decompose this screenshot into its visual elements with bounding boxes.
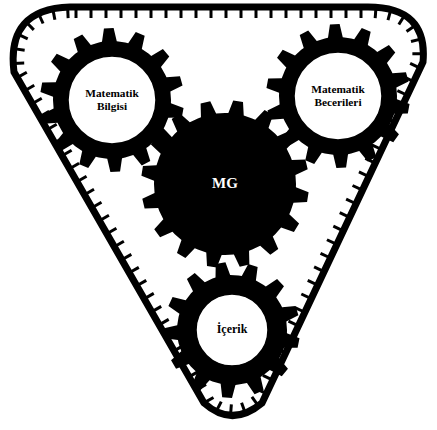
belt-tooth — [90, 7, 93, 18]
belt-outline — [13, 7, 423, 416]
belt-tooth — [25, 85, 35, 90]
belt-tooth — [242, 403, 246, 413]
belt-tooth — [107, 228, 117, 233]
belt-tooth — [216, 402, 221, 412]
belt-tooth — [210, 7, 213, 18]
belt-tooth — [315, 7, 318, 18]
node-label: MG — [212, 175, 238, 192]
gear-hub — [196, 294, 268, 366]
gear-node: İçerik — [164, 262, 300, 398]
belt-tooth — [105, 7, 108, 18]
belt-tooth — [135, 7, 138, 18]
belt-tooth — [301, 294, 311, 299]
belt-tooth — [314, 267, 324, 272]
belt-tooth — [300, 7, 303, 18]
belt-teeth — [13, 7, 423, 415]
node-label: İçerik — [217, 323, 248, 337]
belt-tooth — [75, 7, 78, 18]
belt-tooth — [66, 7, 70, 18]
belt-tooth — [39, 13, 44, 23]
belt-tooth — [53, 9, 55, 20]
belt-tooth — [92, 202, 102, 207]
belt-tooth — [252, 397, 258, 406]
belt-tooth — [240, 7, 243, 18]
belt-tooth — [137, 280, 147, 285]
belt-tooth — [99, 215, 109, 220]
belt-tooth — [321, 253, 331, 258]
belt-tooth — [70, 163, 80, 168]
belt-tooth — [14, 49, 25, 51]
text-holder: İçerik — [203, 301, 261, 359]
belt-tooth — [17, 72, 27, 77]
belt-tooth — [333, 226, 343, 231]
belt-tooth — [77, 176, 87, 181]
text-holder: MG — [180, 139, 270, 229]
belt-tooth — [204, 397, 214, 402]
belt-tooth — [18, 34, 28, 39]
belt-tooth — [225, 7, 228, 18]
belt-tooth — [359, 172, 369, 177]
belt-tooth — [150, 7, 153, 18]
node-label: Matematik Bilgisi — [76, 87, 147, 113]
belt-tooth — [13, 62, 24, 66]
belt-tooth — [47, 124, 57, 129]
belt-tooth — [345, 7, 348, 18]
belt-tooth — [327, 240, 337, 245]
belt-tooth — [180, 7, 183, 18]
gear-hub — [68, 56, 156, 144]
belt-tooth — [308, 280, 318, 285]
belt-tooth — [152, 306, 162, 311]
belt-tooth — [346, 199, 356, 204]
belt-tooth — [129, 267, 139, 272]
belt-tooth — [360, 7, 363, 18]
text-holder: Matematik Bilgisi — [76, 64, 147, 135]
belt-tooth — [288, 321, 298, 326]
belt-tooth — [84, 189, 94, 194]
belt-tooth — [340, 213, 350, 218]
belt-tooth — [410, 63, 420, 68]
center-gear: MG — [141, 100, 309, 268]
belt-tooth — [399, 15, 405, 24]
gear-body — [141, 100, 308, 267]
belt-tooth — [229, 404, 233, 415]
belt-tooth — [407, 25, 416, 31]
belt-tooth — [165, 7, 168, 18]
belt-tooth — [397, 91, 407, 96]
belt-tooth — [412, 52, 423, 55]
belt-tooth — [263, 375, 273, 380]
belt-tooth — [32, 98, 42, 103]
gear-hub — [294, 52, 382, 140]
belt-tooth — [285, 7, 288, 18]
belt-tooth — [144, 293, 154, 298]
belt-tooth — [195, 7, 198, 18]
text-holder: Matematik Becerileri — [302, 60, 373, 131]
belt-tooth — [411, 39, 422, 42]
gear-body — [164, 262, 299, 398]
belt-tooth — [26, 22, 34, 30]
belt-tooth — [159, 319, 169, 324]
belt-tooth — [388, 10, 391, 21]
belt-tooth — [122, 254, 132, 259]
belt-tooth — [353, 185, 363, 190]
node-label: Matematik Becerileri — [302, 83, 373, 109]
belt-tooth — [120, 7, 123, 18]
belt-tooth — [330, 7, 333, 18]
belt-tooth — [270, 7, 273, 18]
belt-tooth — [114, 241, 124, 246]
belt-tooth — [374, 7, 378, 18]
belt-tooth — [255, 7, 258, 18]
belt-tooth — [62, 150, 72, 155]
